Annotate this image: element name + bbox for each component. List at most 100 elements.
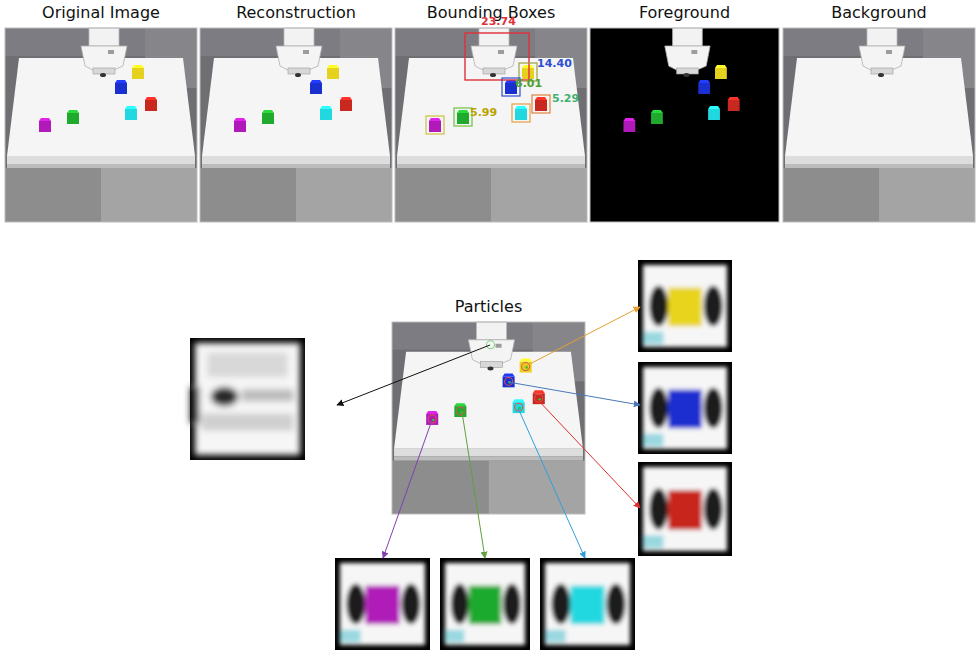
panel-frame xyxy=(590,28,779,222)
art-shape xyxy=(704,388,723,428)
art-shape xyxy=(638,260,732,352)
cube xyxy=(67,110,79,124)
leader-arrow xyxy=(337,345,490,405)
art-shape xyxy=(190,343,300,455)
art-shape xyxy=(457,110,469,113)
art-shape xyxy=(262,110,274,113)
particle xyxy=(428,415,436,423)
cube xyxy=(39,118,51,132)
art-shape xyxy=(551,584,570,624)
art-shape xyxy=(708,106,720,109)
panel-title: Reconstruction xyxy=(200,3,392,23)
art-shape xyxy=(202,156,390,164)
art-shape xyxy=(515,109,527,120)
cube xyxy=(115,80,127,94)
cube xyxy=(651,110,663,124)
art-shape xyxy=(327,65,339,68)
art-shape xyxy=(643,467,727,551)
art-shape xyxy=(7,164,195,168)
art-shape xyxy=(684,73,690,77)
art-shape xyxy=(145,97,157,100)
bbox xyxy=(426,116,444,134)
robot-gripper xyxy=(81,28,127,77)
panel-heading-node: Particles xyxy=(392,297,585,317)
panel-frame xyxy=(783,28,975,222)
bbox xyxy=(454,108,472,126)
art-shape xyxy=(649,286,668,326)
art-shape xyxy=(520,362,532,373)
art-shape xyxy=(522,65,534,68)
bbox xyxy=(532,95,550,113)
scene-orig xyxy=(5,28,197,222)
art-shape xyxy=(783,168,879,222)
art-shape xyxy=(426,411,438,414)
art-shape xyxy=(623,121,635,132)
art-shape xyxy=(395,168,491,222)
score-label: 23.74 xyxy=(481,15,516,28)
art-shape xyxy=(310,80,322,83)
art-shape xyxy=(878,73,884,77)
particle-glimpse xyxy=(540,558,635,650)
art-shape xyxy=(535,100,547,111)
robot-gripper xyxy=(468,322,514,370)
cube xyxy=(429,118,441,132)
art-shape xyxy=(296,168,392,222)
cube xyxy=(145,97,157,111)
art-shape xyxy=(698,80,710,83)
art-shape xyxy=(402,584,421,624)
leader-arrow xyxy=(508,382,640,405)
cube xyxy=(457,110,469,124)
art-shape xyxy=(520,359,532,362)
scene-recon xyxy=(200,28,392,222)
art-shape xyxy=(7,58,195,156)
art-shape xyxy=(545,563,630,645)
art-shape xyxy=(327,68,339,79)
art-shape xyxy=(340,100,352,111)
art-shape xyxy=(590,28,779,222)
art-shape xyxy=(335,558,430,650)
art-shape xyxy=(607,584,626,624)
leader-arrow xyxy=(462,412,485,558)
particle-glimpse xyxy=(638,260,732,352)
scene-fg xyxy=(590,28,779,222)
score-label: 6.01 xyxy=(515,77,542,90)
cube xyxy=(708,106,720,120)
art-shape xyxy=(649,488,668,529)
cube xyxy=(327,65,339,79)
art-shape xyxy=(211,387,239,407)
art-shape xyxy=(785,164,973,168)
art-shape xyxy=(397,58,585,156)
art-shape xyxy=(429,121,441,132)
panel-title: Foreground xyxy=(590,3,779,23)
art-shape xyxy=(490,73,496,77)
art-shape xyxy=(445,563,526,645)
cube xyxy=(234,118,246,132)
art-shape xyxy=(397,156,585,164)
art-shape xyxy=(643,367,727,449)
art-shape xyxy=(242,389,294,401)
panel-title: Particles xyxy=(392,297,585,317)
art-shape xyxy=(491,168,587,222)
art-shape xyxy=(429,118,441,121)
cube xyxy=(535,97,547,111)
panel-heading-node: Original Image xyxy=(5,3,197,23)
art-shape xyxy=(39,118,51,121)
art-shape xyxy=(643,265,727,347)
art-shape xyxy=(649,388,668,428)
particle-glimpse xyxy=(638,362,732,454)
art-shape xyxy=(570,586,604,625)
cube xyxy=(623,118,635,132)
art-shape xyxy=(426,414,438,425)
art-shape xyxy=(340,563,425,645)
art-shape xyxy=(483,68,505,74)
art-shape xyxy=(202,414,294,431)
robot-gripper xyxy=(859,28,905,77)
art-shape xyxy=(651,110,663,113)
art-shape xyxy=(445,563,525,645)
scene-boxes xyxy=(395,28,587,222)
score-label: 14.40 xyxy=(537,57,572,70)
cube xyxy=(728,97,740,111)
art-shape xyxy=(190,387,199,424)
art-shape xyxy=(125,109,137,120)
